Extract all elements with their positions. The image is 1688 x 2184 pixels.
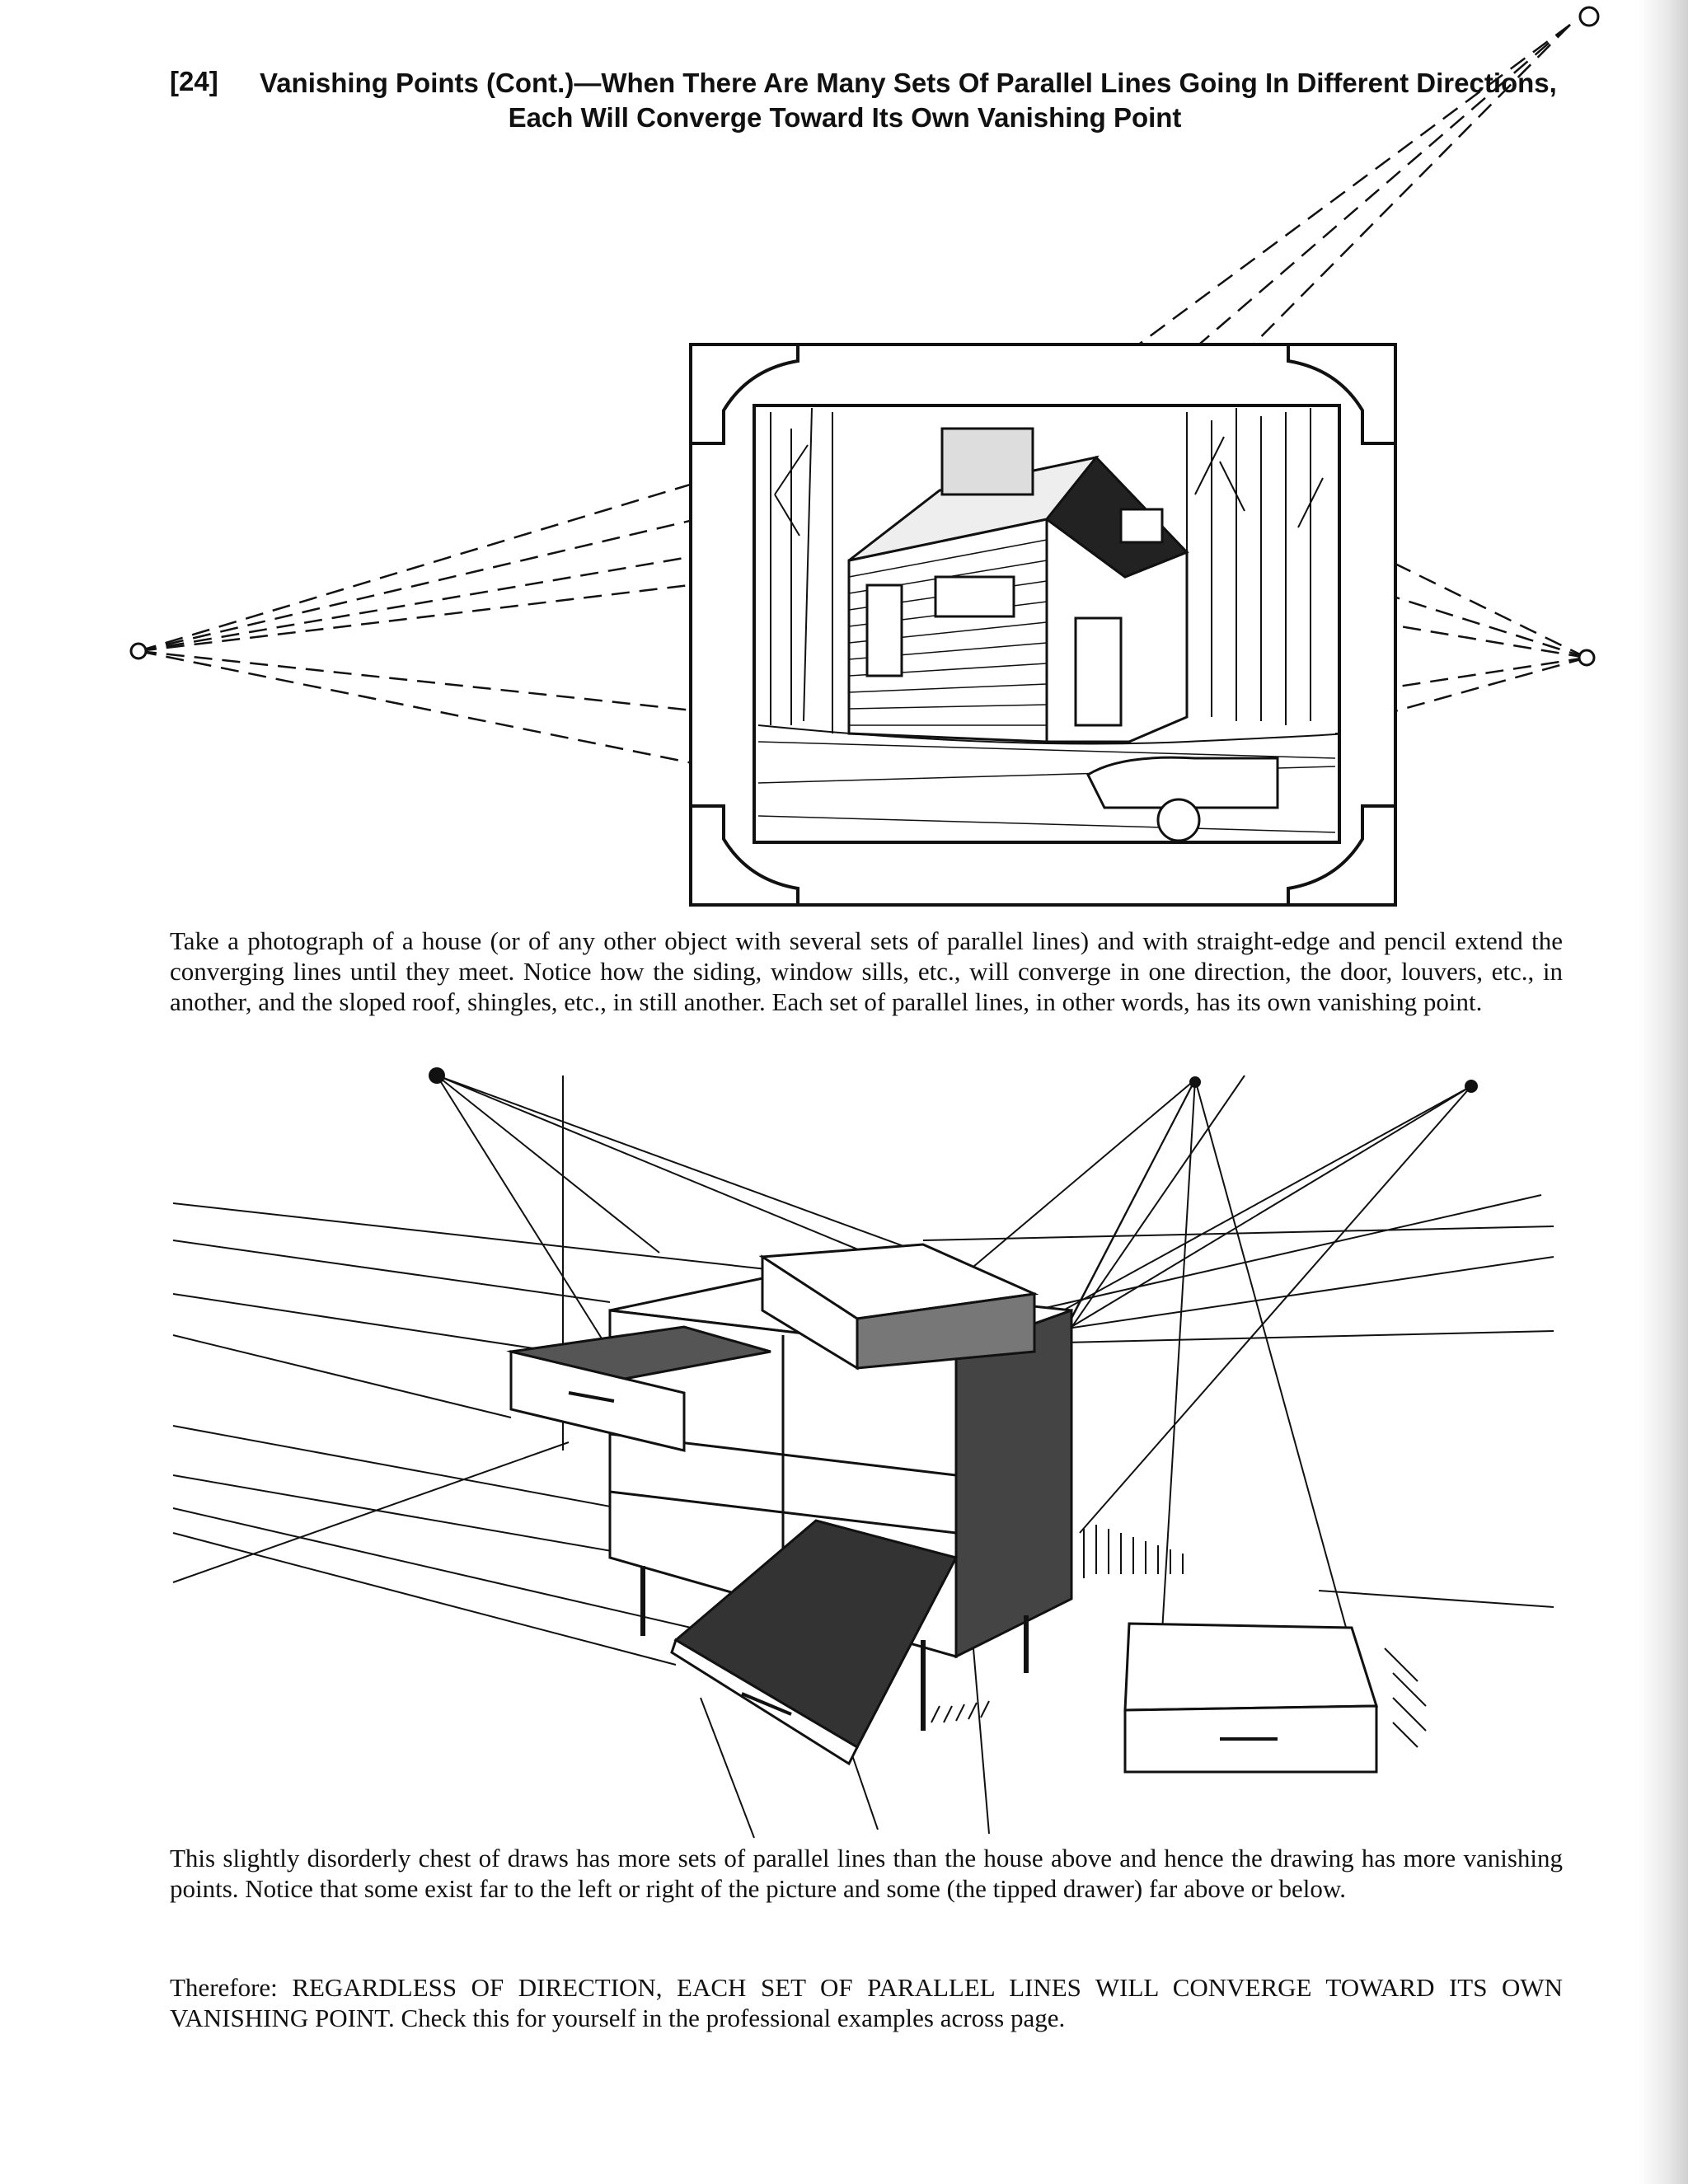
conclusion-tail: Check this for yourself in the professio… — [395, 2004, 1066, 2032]
chest-vanishing-points — [429, 1067, 1478, 1093]
house-figure — [0, 0, 1688, 915]
left-vanishing-point — [131, 644, 146, 658]
house-caption: Take a photograph of a house (or of any … — [170, 926, 1563, 1017]
conclusion-lead: Therefore: — [170, 1973, 292, 2002]
conclusion-caption: Therefore: REGARDLESS OF DIRECTION, EACH… — [170, 1972, 1563, 2033]
chest-of-drawers — [511, 1244, 1426, 1772]
right-vanishing-point — [1579, 650, 1594, 665]
chest-construction-lines — [173, 1076, 1554, 1838]
page-edge-shadow — [1639, 0, 1688, 2184]
upper-vanishing-point — [1580, 7, 1598, 26]
chest-caption: This slightly disorderly chest of draws … — [170, 1843, 1563, 1904]
